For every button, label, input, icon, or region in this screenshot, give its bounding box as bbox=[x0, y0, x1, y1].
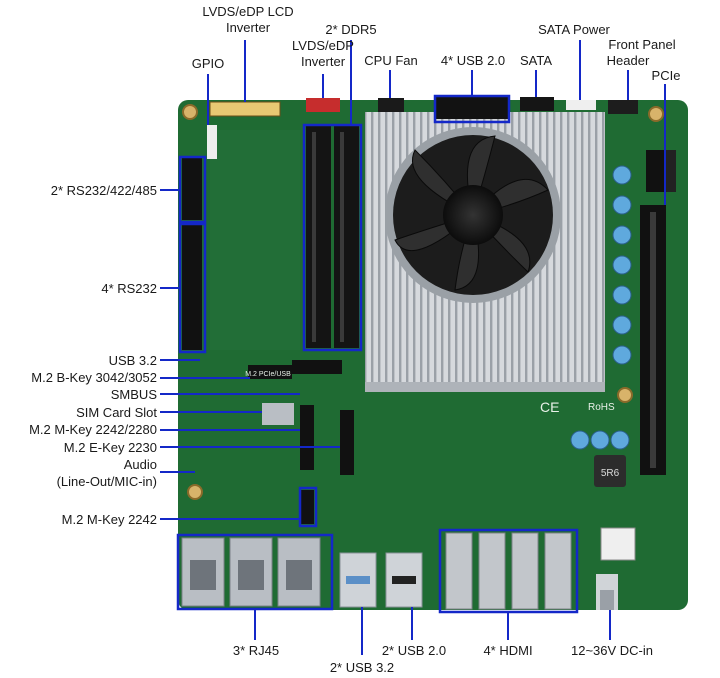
mount-hole-ml bbox=[187, 484, 203, 500]
rohs-text: RoHS bbox=[588, 402, 615, 413]
left-headers bbox=[182, 125, 217, 350]
pcb-shade bbox=[210, 130, 300, 350]
label-lvds-lcd-inverter-2: Inverter bbox=[225, 20, 271, 35]
mount-hole-tr bbox=[648, 106, 664, 122]
mount-hole-br bbox=[617, 387, 633, 403]
label-smbus: SMBUS bbox=[110, 387, 157, 402]
label-lvds-inverter-2: Inverter bbox=[300, 54, 346, 69]
label-sim: SIM Card Slot bbox=[76, 405, 157, 420]
label-sata-power: SATA Power bbox=[538, 22, 610, 37]
label-pcie: PCIe bbox=[651, 68, 681, 83]
label-rj45: 3* RJ45 bbox=[232, 643, 280, 658]
rj45-ports bbox=[181, 537, 321, 607]
capacitors bbox=[570, 165, 632, 450]
inductor bbox=[594, 455, 626, 487]
label-m2-bkey: M.2 B-Key 3042/3052 bbox=[31, 370, 157, 385]
mount-hole-tl bbox=[182, 104, 198, 120]
callout-lines bbox=[160, 40, 666, 655]
label-gpio: GPIO bbox=[191, 56, 225, 71]
label-rs232: 4* RS232 bbox=[101, 281, 157, 296]
label-front-panel-2: Header bbox=[606, 53, 650, 68]
label-front-panel-1: Front Panel bbox=[608, 37, 676, 52]
label-hdmi: 4* HDMI bbox=[483, 643, 533, 658]
cpu-fan-icon bbox=[385, 127, 561, 303]
label-usb32-header: USB 3.2 bbox=[108, 353, 157, 368]
label-rs232-422-485: 2* RS232/422/485 bbox=[50, 183, 157, 198]
label-sata: SATA bbox=[519, 53, 553, 68]
label-dc-in: 12~36V DC-in bbox=[570, 643, 654, 658]
pcie-slot bbox=[640, 150, 676, 475]
dc-jack-inner bbox=[600, 590, 614, 610]
label-audio-2: (Line-Out/MIC-in) bbox=[56, 474, 157, 489]
power-connector-white bbox=[600, 527, 636, 561]
label-usb20-rear: 2* USB 2.0 bbox=[381, 643, 447, 658]
label-usb32-rear: 2* USB 3.2 bbox=[329, 660, 395, 675]
label-audio-1: Audio bbox=[123, 457, 157, 472]
m2-pcie-usb-text: M.2 PCIe/USB bbox=[245, 371, 291, 378]
ce-text: CE bbox=[540, 399, 559, 415]
top-connectors bbox=[209, 97, 638, 119]
heatsink-base bbox=[365, 382, 605, 392]
label-m2-ekey: M.2 E-Key 2230 bbox=[63, 440, 157, 455]
label-lvds-lcd-inverter-1: LVDS/eDP LCD bbox=[202, 4, 294, 19]
sim-card-slot bbox=[262, 403, 294, 425]
hdmi-ports bbox=[445, 532, 572, 610]
label-m2-mkey-2242-2280: M.2 M-Key 2242/2280 bbox=[29, 422, 157, 437]
label-ddr5: 2* DDR5 bbox=[325, 22, 377, 37]
ddr5-slots bbox=[306, 126, 359, 348]
usb-ports-rear bbox=[339, 552, 423, 608]
inductor-text: 5R6 bbox=[601, 468, 620, 479]
label-m2-mkey-2242: M.2 M-Key 2242 bbox=[61, 512, 157, 527]
label-cpu-fan: CPU Fan bbox=[364, 53, 418, 68]
m2-slots bbox=[248, 360, 354, 524]
label-lvds-inverter-1: LVDS/eDP bbox=[292, 38, 354, 53]
label-usb20-header: 4* USB 2.0 bbox=[440, 53, 506, 68]
